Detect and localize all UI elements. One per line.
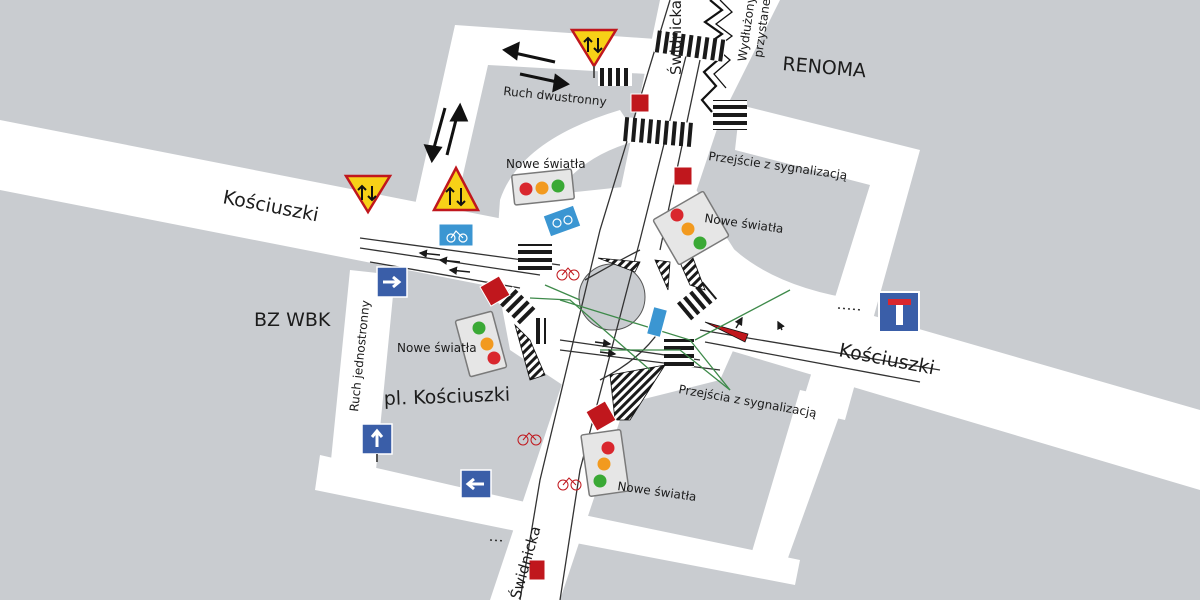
lane-arrows <box>418 249 785 358</box>
east-loop-bottom <box>745 390 845 580</box>
traffic-light-icon <box>580 429 630 497</box>
dotted-markers <box>489 307 863 542</box>
traffic-light-icon <box>652 190 730 266</box>
traffic-light-icon <box>454 310 508 378</box>
two-way-traffic-warning-icon <box>343 174 393 215</box>
bike-signal-icon <box>585 400 617 432</box>
place-label-square: pl. Kościuszki <box>383 384 510 410</box>
crossing-routes <box>529 284 791 391</box>
note-new-lights-3: Nowe światła <box>397 341 477 355</box>
two-way-traffic-warning-icon <box>569 28 619 78</box>
bike-signal-icon <box>630 93 650 113</box>
two-way-arrows <box>423 41 570 164</box>
traffic-light-icon <box>511 168 575 206</box>
one-way-arrow-icon <box>376 266 408 298</box>
note-new-lights-1: Nowe światła <box>506 157 586 171</box>
one-way-arrow-icon <box>460 469 492 499</box>
roundabout-island <box>578 263 646 331</box>
bike-signal-icon <box>673 166 693 186</box>
pedestrian-crossings <box>497 30 747 367</box>
bike-signals <box>479 93 693 581</box>
east-loop-road <box>735 105 920 420</box>
street-label-swidnicka-north: Świdnicka <box>666 0 685 75</box>
bicycle-sign-icon <box>542 204 582 238</box>
bike-signal-icon <box>479 275 511 307</box>
bicycle-sign-icon <box>438 223 474 247</box>
two-way-traffic-warning-icon <box>431 165 481 212</box>
one-way-arrow-icon <box>361 423 393 462</box>
bike-signal-icon <box>528 559 546 581</box>
bicycle-sign-icon <box>646 306 668 338</box>
place-label-bzwbk: BZ WBK <box>254 309 331 331</box>
dead-end-sign-icon <box>878 291 920 333</box>
bicycle-markings <box>517 267 582 491</box>
bus-island <box>704 321 749 343</box>
